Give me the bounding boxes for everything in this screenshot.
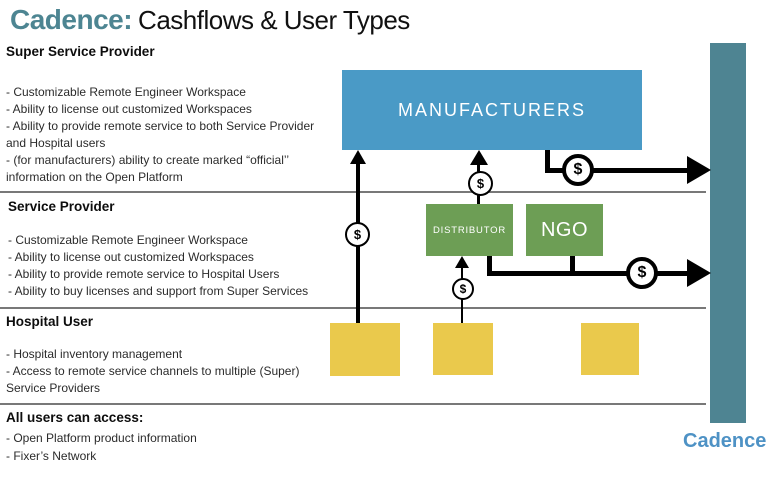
divider-line [0,191,706,193]
section-heading: All users can access: [6,410,144,425]
cashflow-manufacturers-out-line [545,168,689,173]
ngo-box: NGO [526,204,603,256]
bullet-item: - Open Platform product information [6,431,197,445]
manufacturers-box: MANUFACTURERS [342,70,642,150]
section-all-users-bullets: - Open Platform product information - Fi… [6,429,326,465]
section-heading: Super Service Provider [6,44,155,59]
arrowhead-up-icon [350,150,366,164]
section-hospital-user-bullets: - Hospital inventory management - Access… [6,346,322,397]
dollar-circle-icon: $ [626,257,658,289]
bullet-item: - Ability to license out customized Work… [6,102,252,116]
ngo-label: NGO [540,218,589,241]
cashflow-providers-out-line [487,271,689,276]
hospital-box [581,323,639,375]
section-super-service-provider: Super Service Provider [6,44,155,59]
bullet-item: - Customizable Remote Engineer Workspace [6,85,246,99]
arrowhead-up-icon [455,256,469,268]
manufacturers-label: MANUFACTURERS [397,99,586,120]
hospital-box [330,323,400,376]
section-heading: Service Provider [8,199,115,214]
bullet-item: - Fixer’s Network [6,449,97,463]
divider-line [0,403,706,405]
arrowhead-right-icon [687,259,711,287]
bullet-item: - Ability to buy licenses and support fr… [8,284,309,298]
distributor-label: DISTRIBUTOR [432,224,507,236]
divider-line [0,307,706,309]
bullet-item: - Access to remote service channels to m… [6,364,300,395]
section-heading: Hospital User [6,314,94,329]
dollar-circle-icon: $ [468,171,493,196]
dollar-circle-icon: $ [452,278,474,300]
page-title: Cadence:Cashflows & User Types [10,4,410,36]
title-subtitle: Cashflows & User Types [138,5,410,35]
section-hospital-user: Hospital User [6,314,93,329]
section-service-provider-bullets: - Customizable Remote Engineer Workspace… [8,232,338,300]
section-service-provider: Service Provider [8,199,115,214]
arrowhead-right-icon [687,156,711,184]
cashflow-manufacturers-out-elbow [545,150,550,173]
cashflow-ngo-out-connector [570,256,575,276]
bullet-item: - Customizable Remote Engineer Workspace [8,233,248,247]
dollar-circle-icon: $ [345,222,370,247]
cashflow-distributor-out-connector [487,256,492,276]
brand-name: Cadence: [10,4,133,35]
bullet-item: - (for manufacturers) ability to create … [6,153,289,184]
arrowhead-up-icon [470,150,488,165]
section-super-service-provider-bullets: - Customizable Remote Engineer Workspace… [6,84,318,186]
dollar-circle-icon: $ [562,154,594,186]
bullet-item: - Ability to license out customized Work… [8,250,254,264]
bullet-item: - Ability to provide remote service to b… [6,119,315,150]
distributor-box: DISTRIBUTOR [426,204,513,256]
teal-sidebar [710,43,746,423]
bullet-item: - Hospital inventory management [6,347,183,361]
cadence-logo: Cadence [683,430,767,452]
bullet-item: - Ability to provide remote service to H… [8,267,280,281]
hospital-box [433,323,493,375]
section-all-users: All users can access: [6,410,143,425]
